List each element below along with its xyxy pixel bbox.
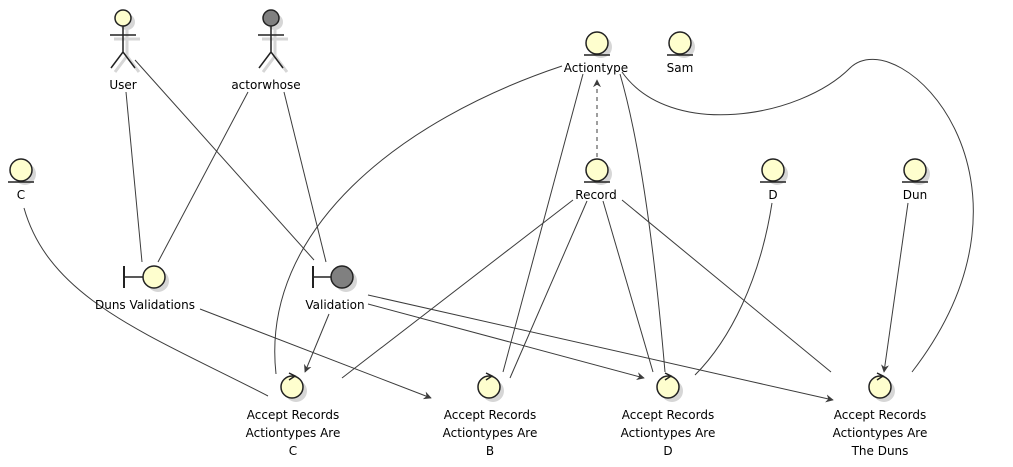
control-accept-b-line2: Actiontypes Are [443, 426, 538, 440]
entity-icon [585, 31, 609, 55]
edge-c-accept-c [23, 207, 269, 397]
control-accept-c[interactable]: Accept Records Actiontypes Are C [246, 372, 341, 458]
edge-actorwhose-duns-validations [157, 91, 249, 263]
boundary-duns-validations-label: Duns Validations [95, 298, 195, 312]
boundary-duns-validations[interactable]: Duns Validations [95, 265, 195, 312]
edge-validation-accept-d [367, 303, 645, 380]
edge-d-accept-d [694, 202, 773, 376]
edge-record-accept-b [509, 200, 588, 379]
entity-icon [761, 158, 785, 182]
entity-c-label: C [17, 188, 25, 202]
control-accept-c-line2: Actiontypes Are [246, 426, 341, 440]
edge-record-accept-c [341, 199, 574, 379]
edge-record-accept-duns [621, 199, 832, 373]
control-icon [280, 375, 304, 399]
edges [23, 58, 974, 403]
entity-record[interactable]: Record [575, 158, 617, 202]
edge-actiontype-accept-duns [621, 58, 974, 373]
entity-record-label: Record [575, 188, 616, 202]
edge-actiontype-accept-c [274, 65, 563, 375]
entity-d-label: D [768, 188, 777, 202]
entity-d[interactable]: D [760, 158, 788, 202]
entity-icon [585, 158, 609, 182]
actor-actorwhose[interactable]: actorwhose [231, 9, 301, 92]
edge-dun-accept-duns [881, 202, 909, 373]
entity-actiontype[interactable]: Actiontype [564, 31, 628, 75]
control-accept-b-line1: Accept Records [444, 408, 536, 422]
entity-icon [9, 158, 33, 182]
control-accept-duns-line3: The Duns [851, 444, 909, 458]
boundary-validation-label: Validation [305, 298, 364, 312]
boundary-filled-icon [330, 265, 354, 289]
control-accept-duns-line2: Actiontypes Are [833, 426, 928, 440]
control-icon [656, 375, 680, 399]
boundary-icon [142, 265, 166, 289]
actor-actorwhose-label: actorwhose [231, 78, 300, 92]
entity-dun-label: Dun [903, 188, 927, 202]
control-accept-d-line2: Actiontypes Are [621, 426, 716, 440]
control-icon [868, 375, 892, 399]
control-icon [477, 375, 501, 399]
boundary-validation[interactable]: Validation [305, 265, 365, 312]
entity-sam-label: Sam [667, 61, 694, 75]
entity-icon [668, 31, 692, 55]
control-accept-b[interactable]: Accept Records Actiontypes Are B [443, 372, 538, 458]
edge-actorwhose-validation [283, 91, 327, 263]
actor-user[interactable]: User [109, 9, 141, 92]
control-accept-b-line3: B [486, 444, 494, 458]
control-accept-d[interactable]: Accept Records Actiontypes Are D [621, 372, 716, 458]
control-accept-duns[interactable]: Accept Records Actiontypes Are The Duns [833, 372, 928, 458]
actor-user-head-icon [114, 9, 132, 27]
actor-actorwhose-head-icon [262, 9, 280, 27]
control-accept-c-line3: C [289, 444, 297, 458]
entity-sam[interactable]: Sam [667, 31, 695, 75]
control-accept-d-line3: D [663, 444, 672, 458]
edge-user-duns-validations [125, 91, 143, 263]
edge-actiontype-accept-d [619, 73, 666, 373]
edge-validation-accept-c [304, 313, 330, 373]
edge-validation-accept-duns [367, 294, 834, 403]
control-accept-d-line1: Accept Records [622, 408, 714, 422]
control-accept-c-line1: Accept Records [247, 408, 339, 422]
edge-user-validation [134, 59, 315, 261]
control-accept-duns-line1: Accept Records [834, 408, 926, 422]
entity-dun[interactable]: Dun [902, 158, 930, 202]
entity-icon [903, 158, 927, 182]
edge-record-accept-d [602, 200, 654, 373]
entity-actiontype-label: Actiontype [564, 61, 628, 75]
entity-c[interactable]: C [8, 158, 36, 202]
actor-user-label: User [109, 78, 136, 92]
edge-duns-validations-accept-b [199, 308, 432, 400]
